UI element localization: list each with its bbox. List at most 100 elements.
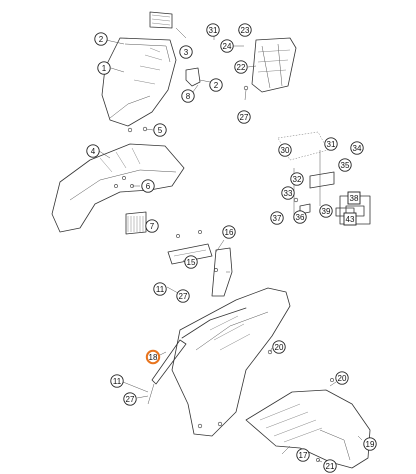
callout-c4: 4: [86, 144, 100, 158]
callout-number: 3: [184, 48, 189, 57]
callout-circle: [176, 289, 190, 303]
callout-c31b: 31: [324, 137, 338, 151]
callout-number: 38: [350, 194, 359, 203]
callout-c5: 5: [153, 123, 167, 137]
callout-box: [347, 191, 361, 205]
callout-number: 23: [241, 26, 250, 35]
callout-circle: [145, 219, 159, 233]
callout-number: 37: [273, 214, 282, 223]
callout-circle: [222, 225, 236, 239]
callout-c18: 18: [145, 349, 161, 365]
callout-number: 27: [179, 292, 188, 301]
callout-circle: [184, 255, 198, 269]
callout-c27b: 27: [176, 289, 190, 303]
callout-circle: [270, 211, 284, 225]
callout-number: 32: [293, 175, 302, 184]
callout-circle: [220, 39, 234, 53]
headlight-mask: [101, 37, 177, 133]
callout-c23: 23: [238, 23, 252, 37]
callout-number: 30: [281, 146, 290, 155]
callout-circle: [153, 123, 167, 137]
callout-number: 33: [284, 189, 293, 198]
rear-fender: [245, 378, 371, 469]
side-panel: [171, 287, 291, 437]
callout-c20b: 20: [335, 371, 349, 385]
callout-circle: [110, 374, 124, 388]
callout-c19: 19: [363, 437, 377, 451]
callout-number: 21: [326, 462, 335, 471]
callout-c8: 8: [181, 89, 195, 103]
callout-number: 16: [225, 228, 234, 237]
callout-circle: [97, 61, 111, 75]
callout-circle: [319, 204, 333, 218]
callout-number: 18: [149, 353, 158, 362]
callout-circle: [350, 141, 364, 155]
callout-c32: 32: [290, 172, 304, 186]
callout-c2b: 2: [209, 78, 223, 92]
callout-number: 20: [338, 374, 347, 383]
callout-c34: 34: [350, 141, 364, 155]
callout-circle: [290, 172, 304, 186]
callout-number: 1: [102, 64, 107, 73]
front-fender: [51, 143, 185, 233]
callout-number: 35: [341, 161, 350, 170]
leader-lines: [98, 27, 363, 463]
callout-number: 31: [209, 26, 218, 35]
callout-c24: 24: [220, 39, 234, 53]
callout-number: 5: [158, 126, 163, 135]
callout-number: 24: [223, 42, 232, 51]
callout-number: 27: [126, 395, 135, 404]
callout-circle: [206, 23, 220, 37]
callout-c35: 35: [338, 158, 352, 172]
callout-number: 27: [240, 113, 249, 122]
callout-number: 19: [366, 440, 375, 449]
callout-number: 2: [214, 81, 219, 90]
callout-c2a: 2: [94, 32, 108, 46]
callout-circle: [363, 437, 377, 451]
headlight-lens: [149, 11, 173, 29]
callout-circle: [123, 392, 137, 406]
callout-circle: [94, 32, 108, 46]
callout-c20a: 20: [272, 340, 286, 354]
callout-box: [343, 212, 357, 226]
callout-circle: [238, 23, 252, 37]
callout-number: 7: [150, 222, 155, 231]
callout-circle: [86, 144, 100, 158]
callout-number: 22: [237, 63, 246, 72]
number-plate-holder: [243, 37, 297, 93]
callout-c30: 30: [278, 143, 292, 157]
callout-c31a: 31: [206, 23, 220, 37]
callout-c36: 36: [293, 210, 307, 224]
callout-number: 11: [156, 285, 165, 294]
callout-c22: 22: [234, 60, 248, 74]
callout-number: 31: [327, 140, 336, 149]
callout-number: 39: [322, 207, 331, 216]
callout-c38: 38: [347, 191, 361, 205]
callout-number: 43: [346, 215, 355, 224]
callout-c21: 21: [323, 459, 337, 473]
callout-circle: [141, 179, 155, 193]
callout-c1: 1: [97, 61, 111, 75]
callout-c16: 16: [222, 225, 236, 239]
callout-c3: 3: [179, 45, 193, 59]
callout-number: 6: [146, 182, 151, 191]
callout-circle: [272, 340, 286, 354]
callout-c33: 33: [281, 186, 295, 200]
bracket-15-16: [167, 230, 233, 297]
callout-number: 4: [91, 147, 96, 156]
callout-circle: [209, 78, 223, 92]
callout-c39: 39: [319, 204, 333, 218]
callout-c27c: 27: [123, 392, 137, 406]
callout-circle: [153, 282, 167, 296]
mask-bracket-8: [185, 67, 201, 87]
spacer-strip: [125, 211, 147, 235]
callout-c7: 7: [145, 219, 159, 233]
callout-labels: 1223456781111151617181920202122232427272…: [86, 23, 377, 473]
callout-c11b: 11: [110, 374, 124, 388]
callout-circle: [323, 459, 337, 473]
callout-circle: [145, 349, 161, 365]
callout-number: 34: [353, 144, 362, 153]
callout-circle: [237, 110, 251, 124]
callout-number: 17: [299, 451, 308, 460]
